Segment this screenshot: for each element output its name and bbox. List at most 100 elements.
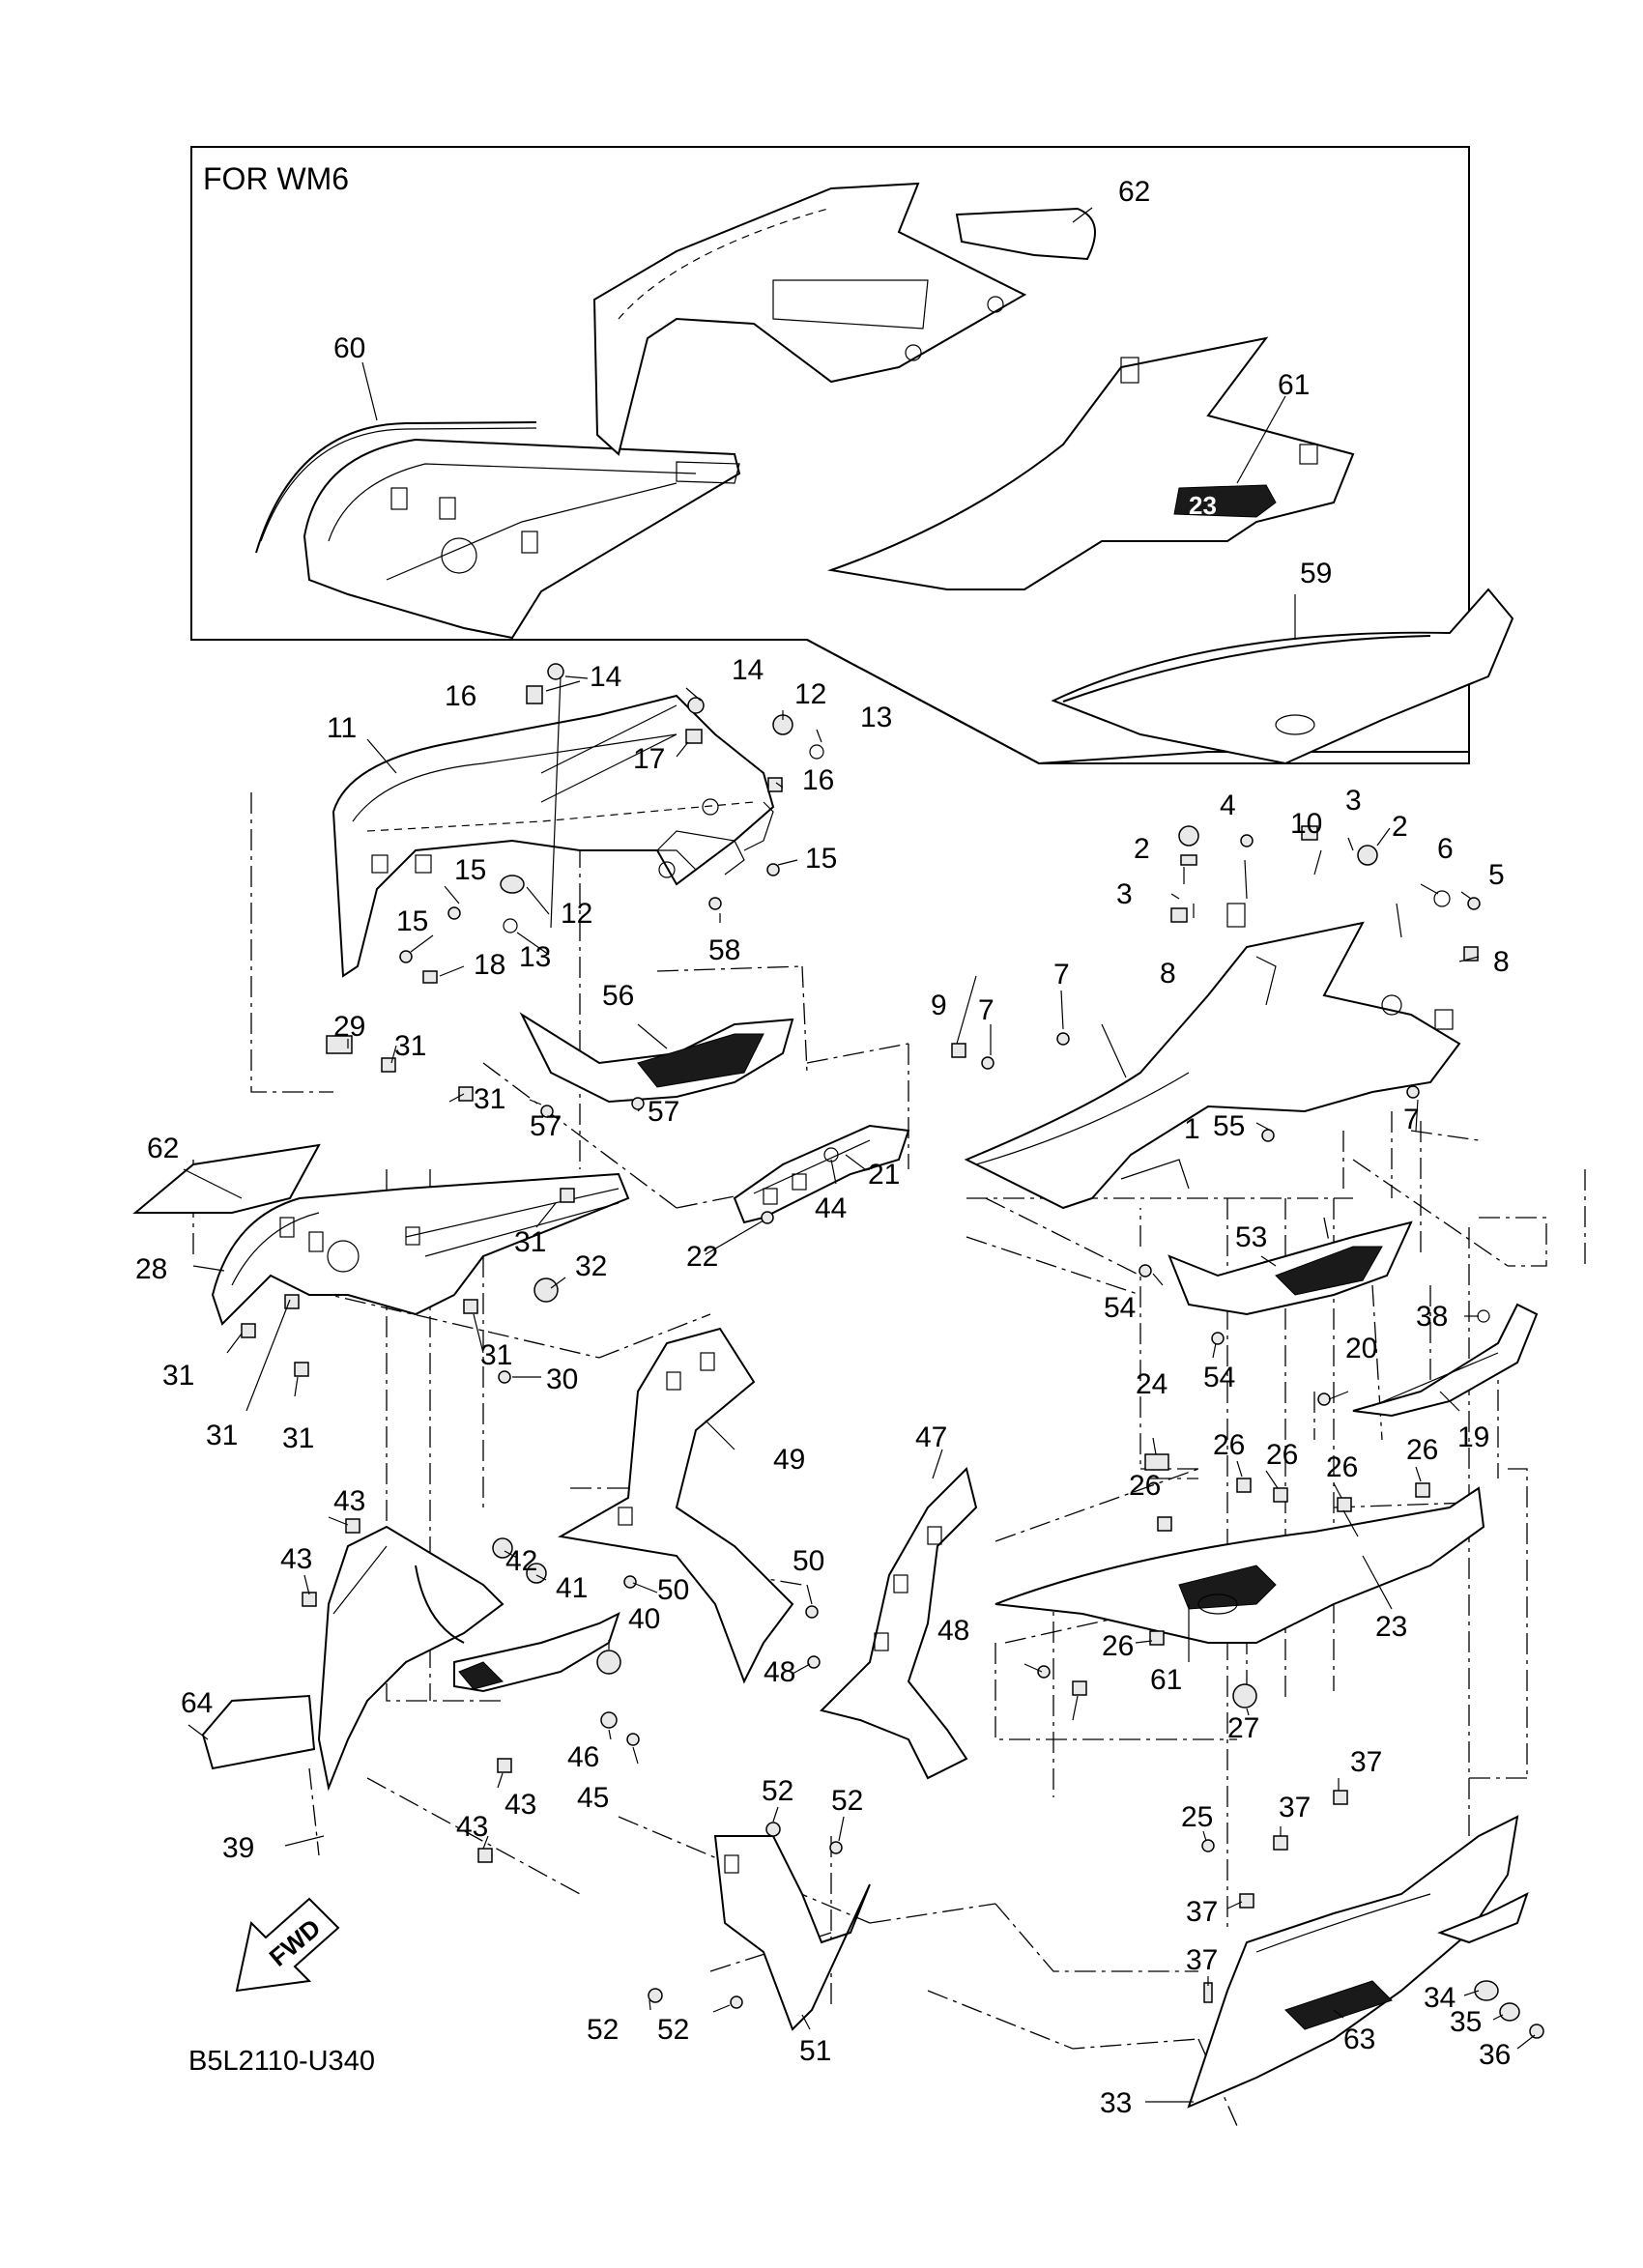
callout-19: 19 [1457, 1421, 1489, 1453]
callout-48: 48 [937, 1615, 969, 1647]
part-51-inner [713, 1835, 871, 2031]
part-23-side-cover [994, 1486, 1485, 1644]
part-53-panel [1167, 1220, 1413, 1316]
callout-8: 8 [1160, 958, 1176, 990]
callout-15: 15 [805, 843, 837, 875]
part-28-front-panel [211, 1172, 630, 1326]
callout-15: 15 [454, 854, 486, 886]
callout-50: 50 [657, 1574, 689, 1606]
callout-46: 46 [567, 1741, 599, 1773]
callout-26: 26 [1213, 1429, 1245, 1461]
callout-39: 39 [222, 1832, 254, 1864]
callout-27: 27 [1227, 1712, 1259, 1744]
part-21-bracket [733, 1124, 910, 1224]
callout-41: 41 [556, 1572, 588, 1604]
callout-55: 55 [1213, 1110, 1245, 1142]
callout-52: 52 [831, 1785, 863, 1817]
callout-52: 52 [762, 1775, 793, 1807]
callout-64: 64 [181, 1687, 213, 1719]
callout-56: 56 [602, 980, 634, 1012]
fasteners [241, 663, 1544, 2039]
callout-20: 20 [1345, 1333, 1377, 1364]
callout-53: 53 [1235, 1221, 1267, 1253]
callout-58: 58 [708, 934, 740, 966]
callout-50: 50 [793, 1545, 824, 1577]
callout-labels: 62 60 61 59 14 14 16 12 13 11 17 16 15 1… [135, 176, 1511, 2119]
callout-61: 61 [1150, 1664, 1182, 1696]
callout-54: 54 [1104, 1292, 1136, 1324]
callout-59: 59 [1300, 558, 1332, 589]
callout-40: 40 [628, 1603, 660, 1635]
callout-37: 37 [1350, 1746, 1382, 1778]
callout-38: 38 [1416, 1301, 1448, 1333]
callout-37: 37 [1279, 1792, 1311, 1823]
callout-62: 62 [1118, 176, 1150, 208]
callout-7: 7 [1403, 1104, 1420, 1135]
callout-14: 14 [590, 661, 621, 693]
callout-2: 2 [1134, 833, 1150, 865]
callout-31: 31 [474, 1083, 505, 1115]
callout-43: 43 [504, 1789, 536, 1821]
diagram-code: B5L2110-U340 [188, 2046, 375, 2077]
callout-52: 52 [587, 2014, 619, 2046]
callout-13: 13 [860, 702, 892, 733]
callout-47: 47 [915, 1421, 947, 1453]
air-duct [453, 1612, 620, 1693]
callout-2: 2 [1392, 811, 1408, 843]
inset-left-cowl [303, 438, 741, 640]
callout-31: 31 [206, 1420, 238, 1451]
callout-31: 31 [394, 1030, 426, 1062]
callout-5: 5 [1488, 859, 1505, 891]
callout-33: 33 [1100, 2087, 1132, 2119]
callout-15: 15 [396, 905, 428, 937]
callout-60: 60 [333, 332, 365, 364]
callout-3: 3 [1345, 785, 1362, 817]
callout-18: 18 [474, 949, 505, 981]
callout-24: 24 [1136, 1368, 1167, 1400]
callout-25: 25 [1181, 1801, 1213, 1833]
callout-23: 23 [1375, 1611, 1407, 1643]
inset-title: FOR WM6 [203, 161, 349, 196]
callout-26: 26 [1129, 1470, 1161, 1502]
callout-3: 3 [1116, 878, 1133, 910]
callout-57: 57 [648, 1096, 679, 1128]
inset-under-cowl [1051, 588, 1514, 765]
fwd-arrow: FWD [235, 1897, 340, 1993]
callout-43: 43 [456, 1811, 488, 1843]
callout-7: 7 [978, 994, 994, 1026]
callout-35: 35 [1450, 2006, 1482, 2038]
bracket-upper [656, 801, 774, 876]
leader-lines [183, 207, 1536, 2103]
callout-22: 22 [686, 1241, 718, 1273]
callout-62: 62 [147, 1133, 179, 1164]
part-1-side-cover [964, 903, 1461, 1210]
callout-26: 26 [1102, 1630, 1134, 1662]
callout-6: 6 [1437, 833, 1454, 865]
callout-45: 45 [577, 1782, 609, 1814]
part-56-panel [519, 1012, 794, 1104]
callout-17: 17 [633, 743, 665, 775]
callout-26: 26 [1326, 1451, 1358, 1483]
callout-52: 52 [657, 2014, 689, 2046]
callout-29: 29 [333, 1011, 365, 1043]
part-49-inner-panel [558, 1327, 794, 1684]
callout-31: 31 [480, 1339, 512, 1371]
callout-16: 16 [445, 680, 476, 712]
callout-37: 37 [1186, 1896, 1218, 1928]
callout-48: 48 [764, 1656, 795, 1688]
callout-10: 10 [1290, 808, 1322, 840]
callout-8: 8 [1493, 946, 1510, 978]
callout-12: 12 [794, 678, 826, 710]
callout-43: 43 [333, 1485, 365, 1517]
inset-stripe-60 [255, 421, 537, 554]
callout-32: 32 [575, 1250, 607, 1282]
callout-26: 26 [1266, 1439, 1298, 1471]
callout-16: 16 [802, 764, 834, 796]
callout-61: 61 [1278, 369, 1310, 401]
callout-7: 7 [1053, 959, 1070, 990]
callout-31: 31 [514, 1226, 546, 1258]
callout-12: 12 [561, 898, 592, 930]
callout-31: 31 [282, 1422, 314, 1454]
part-64-stripe [201, 1694, 316, 1770]
